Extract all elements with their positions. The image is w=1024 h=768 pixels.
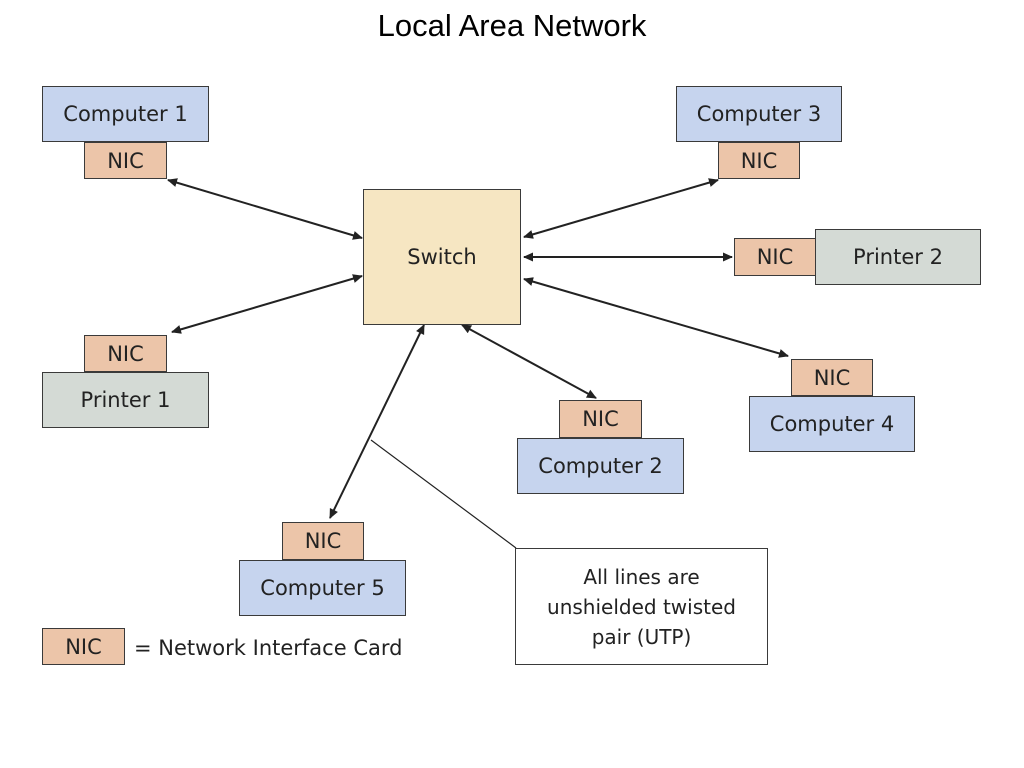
cable-type-note: All lines are unshielded twisted pair (U… [515,548,768,665]
diagram-title: Local Area Network [377,8,647,43]
link-computer-5 [329,324,425,519]
link-computer-4 [523,277,789,358]
link-computer-2 [461,324,597,399]
printer-2-nic: NIC [734,238,816,276]
link-computer-3 [523,178,719,239]
note-line-2: unshielded twisted [547,594,736,619]
note-line-3: pair (UTP) [591,624,692,649]
computer-1-node: Computer 1 [42,86,209,142]
computer-4-node: Computer 4 [749,396,915,452]
computer-1-nic: NIC [84,142,167,179]
computer-5-nic: NIC [282,522,364,560]
link-computer-1 [167,178,363,240]
computer-3-nic: NIC [718,142,800,179]
computer-2-node: Computer 2 [517,438,684,494]
legend-nic-symbol: NIC [42,628,125,665]
note-line-1: All lines are [583,564,700,589]
printer-1-node: Printer 1 [42,372,209,428]
printer-1-nic: NIC [84,335,167,372]
legend-description: = Network Interface Card [134,636,403,660]
printer-2-node: Printer 2 [815,229,981,285]
computer-4-nic: NIC [791,359,873,396]
computer-2-nic: NIC [559,400,642,438]
computer-3-node: Computer 3 [676,86,842,142]
switch-node: Switch [363,189,521,325]
link-printer-1 [171,274,363,334]
note-leader-line [370,439,517,549]
computer-5-node: Computer 5 [239,560,406,616]
